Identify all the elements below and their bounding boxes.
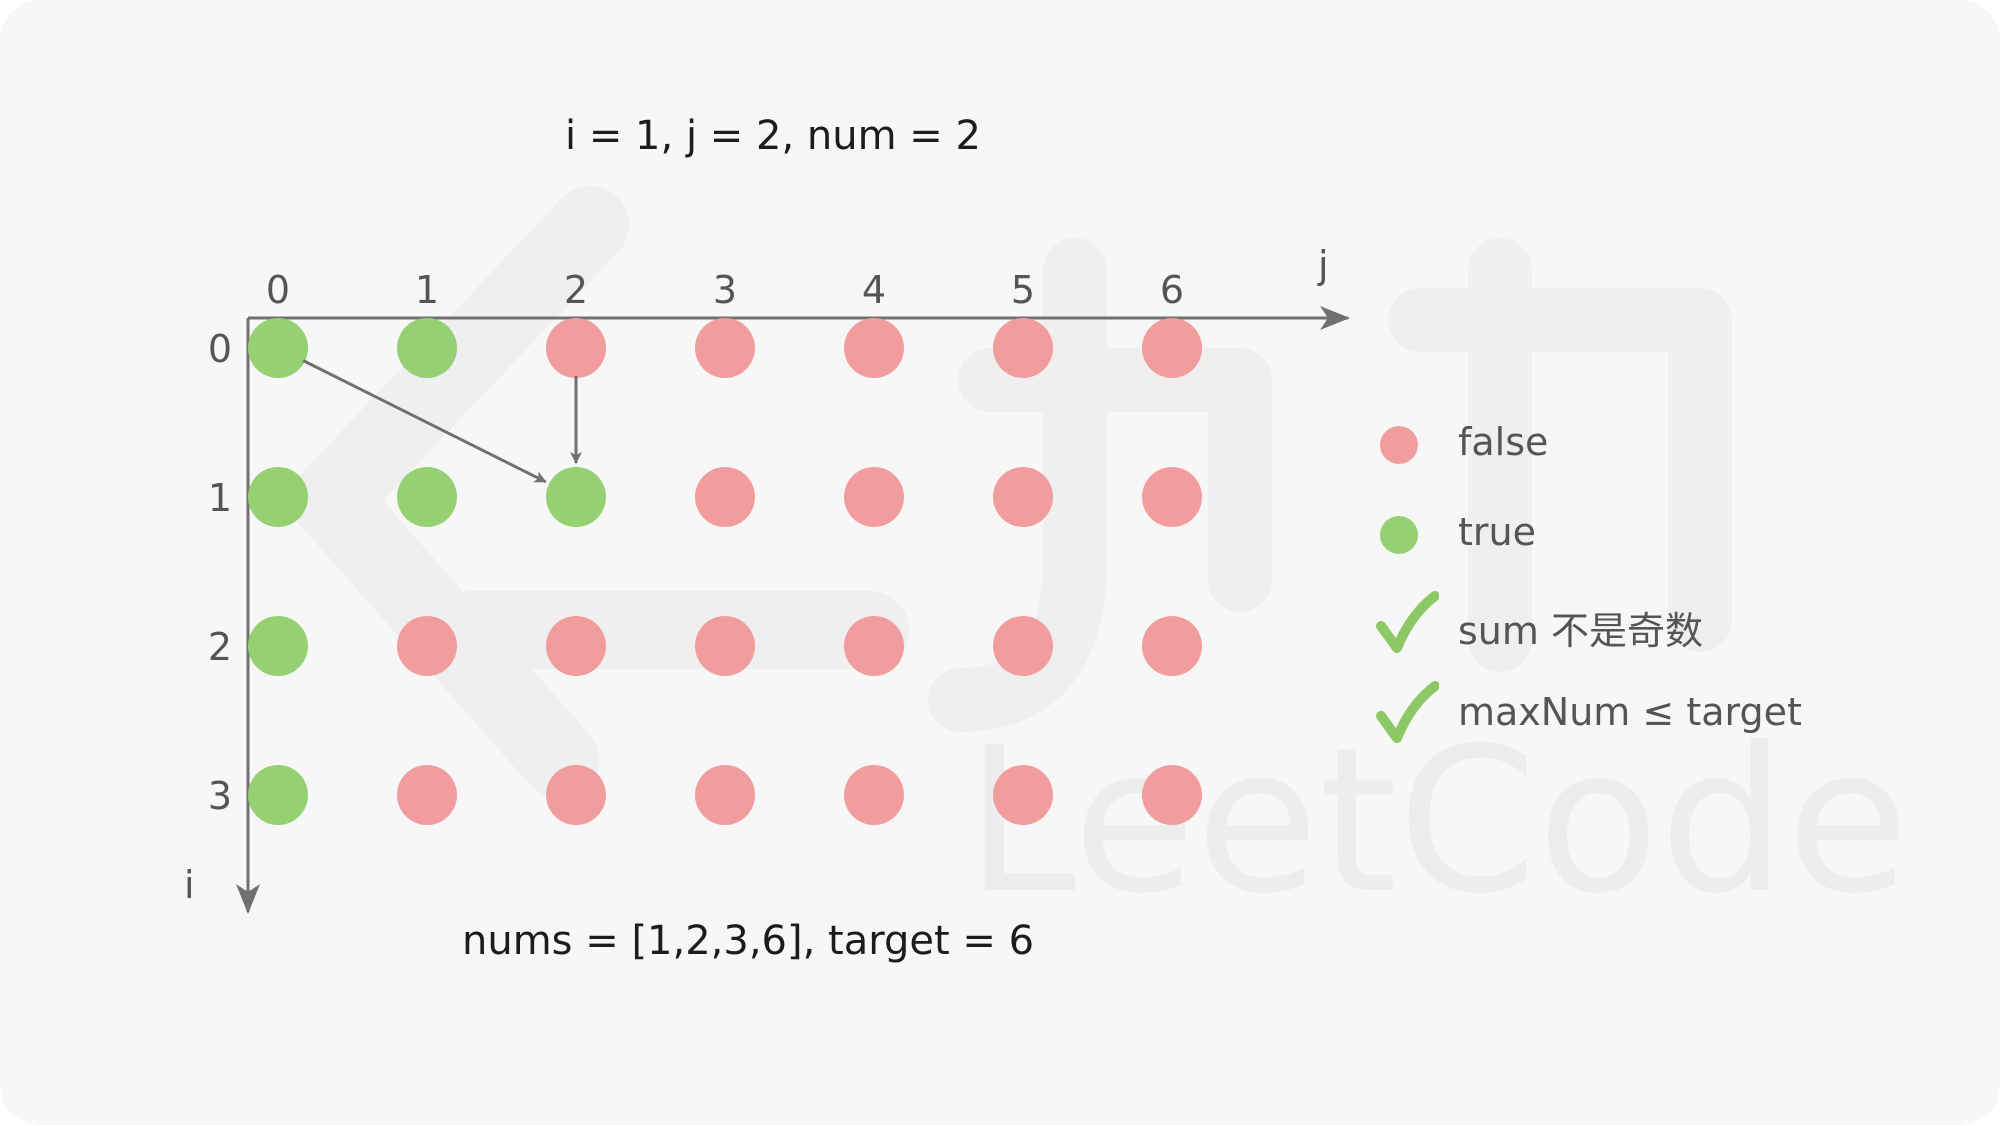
axes xyxy=(236,306,1350,914)
i-tick-2: 2 xyxy=(208,625,232,669)
legend: false true sum 不是奇数 maxNum ≤ target xyxy=(1375,410,1815,750)
transition-arrow-1 xyxy=(302,359,547,484)
dp-cell-3-0-true xyxy=(248,765,308,825)
j-tick-2: 2 xyxy=(564,268,588,312)
input-caption: nums = [1,2,3,6], target = 6 xyxy=(462,918,1035,964)
leetcode-text-watermark: LeetCode xyxy=(965,705,1909,938)
dp-cell-0-3-false xyxy=(695,318,755,378)
i-tick-1: 1 xyxy=(208,476,232,520)
legend-check-max-label: maxNum ≤ target xyxy=(1458,690,1802,734)
j-tick-6: 6 xyxy=(1160,268,1184,312)
legend-true: true xyxy=(1375,500,1815,570)
j-tick-5: 5 xyxy=(1011,268,1035,312)
checkmark-icon xyxy=(1376,591,1439,653)
dp-cell-2-4-false xyxy=(844,616,904,676)
true-dot-icon xyxy=(1380,516,1418,554)
legend-check-sum: sum 不是奇数 xyxy=(1375,590,1815,660)
dp-cell-0-2-false xyxy=(546,318,606,378)
dp-cell-2-5-false xyxy=(993,616,1053,676)
j-tick-3: 3 xyxy=(713,268,737,312)
dp-cell-3-1-false xyxy=(397,765,457,825)
dp-cell-2-6-false xyxy=(1142,616,1202,676)
dp-cell-1-3-false xyxy=(695,467,755,527)
j-axis-label: j xyxy=(1317,243,1329,287)
dp-cell-2-0-true xyxy=(248,616,308,676)
dp-cell-0-1-true xyxy=(397,318,457,378)
j-tick-4: 4 xyxy=(862,268,886,312)
dp-cell-1-0-true xyxy=(248,467,308,527)
dp-cell-3-6-false xyxy=(1142,765,1202,825)
i-axis-label: i xyxy=(184,863,195,907)
dp-cell-1-5-false xyxy=(993,467,1053,527)
state-title: i = 1, j = 2, num = 2 xyxy=(565,113,981,159)
checkmark-icon xyxy=(1376,681,1439,743)
i-tick-3: 3 xyxy=(208,774,232,818)
false-dot-icon xyxy=(1380,426,1418,464)
dp-cell-1-2-true xyxy=(546,467,606,527)
j-tick-1: 1 xyxy=(415,268,439,312)
dp-grid xyxy=(248,318,1202,825)
dp-cell-3-3-false xyxy=(695,765,755,825)
i-tick-labels: 0 1 2 3 xyxy=(208,327,232,818)
i-tick-0: 0 xyxy=(208,327,232,371)
legend-true-label: true xyxy=(1458,510,1536,554)
legend-check-sum-label: sum 不是奇数 xyxy=(1458,609,1703,653)
legend-false-label: false xyxy=(1458,420,1549,464)
dp-cell-0-0-true xyxy=(248,318,308,378)
dp-cell-0-4-false xyxy=(844,318,904,378)
dp-cell-3-4-false xyxy=(844,765,904,825)
dp-cell-2-3-false xyxy=(695,616,755,676)
dp-cell-0-6-false xyxy=(1142,318,1202,378)
dp-cell-1-4-false xyxy=(844,467,904,527)
dp-cell-0-5-false xyxy=(993,318,1053,378)
j-tick-labels: 0 1 2 3 4 5 6 xyxy=(266,268,1184,312)
dp-cell-1-6-false xyxy=(1142,467,1202,527)
dp-cell-2-1-false xyxy=(397,616,457,676)
dp-cell-3-5-false xyxy=(993,765,1053,825)
transition-arrows xyxy=(302,359,582,484)
dp-cell-1-1-true xyxy=(397,467,457,527)
legend-check-max: maxNum ≤ target xyxy=(1375,680,1815,750)
dp-cell-3-2-false xyxy=(546,765,606,825)
dp-cell-2-2-false xyxy=(546,616,606,676)
legend-false: false xyxy=(1375,410,1815,480)
j-tick-0: 0 xyxy=(266,268,290,312)
